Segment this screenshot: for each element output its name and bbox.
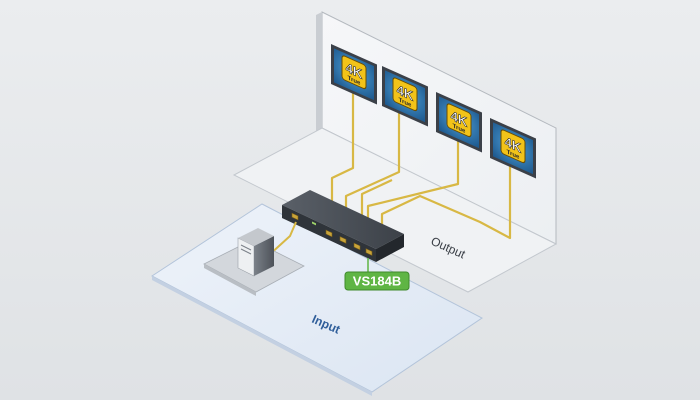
port-out-2 <box>339 236 347 244</box>
model-label-text: VS184B <box>353 274 401 289</box>
switch-top <box>282 190 404 249</box>
pc-top <box>238 228 274 246</box>
switch-side <box>376 234 404 262</box>
model-label-box <box>344 271 410 291</box>
switch-ports <box>291 212 373 256</box>
cable-4 <box>380 160 512 240</box>
port-out-1 <box>325 229 333 238</box>
cable-1 <box>330 92 355 215</box>
pc-tower <box>203 228 305 296</box>
vs184b-switch <box>282 190 404 262</box>
screen-4: 4K True <box>490 118 536 179</box>
input-cable <box>267 221 297 257</box>
screen-3: 4K True <box>436 92 482 153</box>
pc-drive-2 <box>240 248 252 255</box>
model-label: VS184B <box>344 258 410 291</box>
pc-pad-edge <box>204 264 256 296</box>
switch-power-led <box>312 221 316 226</box>
screen-2: 4K True <box>382 66 428 127</box>
pc-side <box>254 236 274 276</box>
port-out-3 <box>353 242 361 251</box>
pc-drive-1 <box>240 244 252 251</box>
input-floor-edge <box>152 276 372 396</box>
port-out-4 <box>365 248 373 256</box>
output-wall-edge <box>316 12 322 131</box>
port-input <box>291 212 299 221</box>
screen-1: 4K True <box>331 44 377 105</box>
